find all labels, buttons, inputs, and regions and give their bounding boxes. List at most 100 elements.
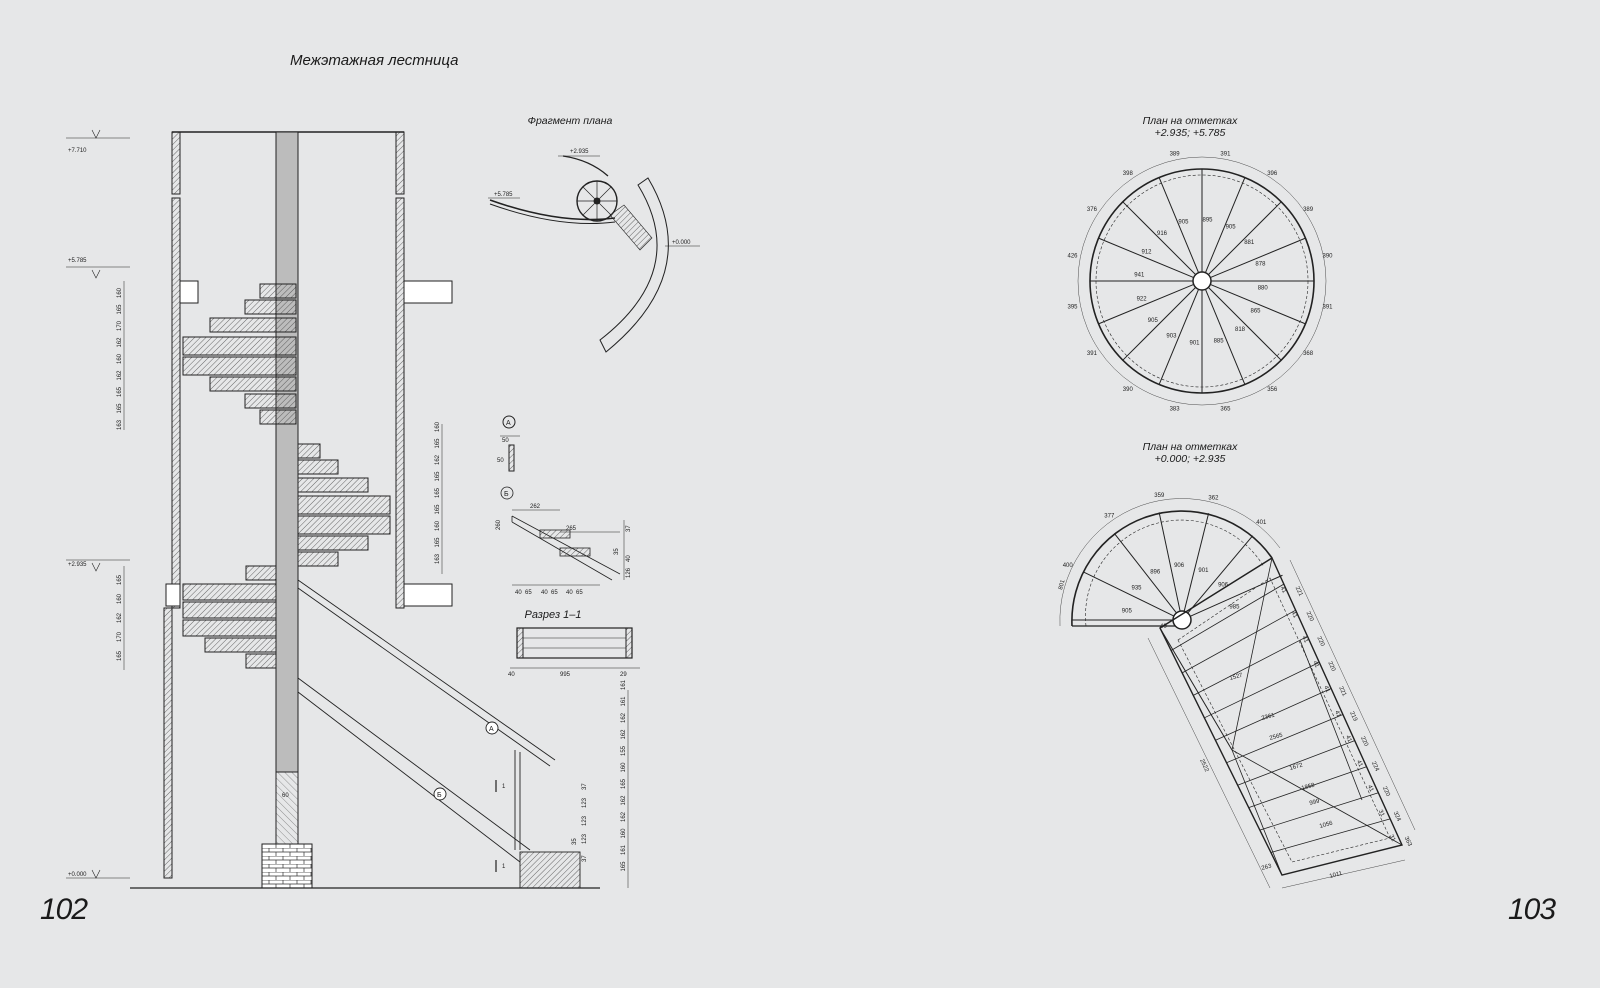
upper-riser-dim: 160 (117, 287, 123, 298)
detail-a (500, 415, 520, 472)
page-title: Межэтажная лестница (290, 52, 459, 69)
plan-upper-title-line2: +2.935; +5.785 (1154, 127, 1226, 139)
upper-tread-dim: 905 (1178, 220, 1189, 226)
lower-right-dim: 221 (1294, 586, 1304, 598)
detail-b-dim: 65 (576, 590, 583, 596)
lower-tread-dim: 905 (1122, 608, 1133, 614)
bottom-riser-dim: 160 (621, 762, 627, 773)
level-000: +0.000 (68, 872, 87, 878)
detail-b-dim: 40 (541, 590, 548, 596)
upper-tread-line (1158, 289, 1200, 385)
detail-b-dim: 40 (626, 555, 632, 562)
level-lines (66, 129, 130, 879)
detail-b-dim: 35 (614, 548, 620, 555)
upper-outer-dim: 391 (1220, 152, 1231, 158)
upper-tread-line (1204, 289, 1246, 385)
detail-b (500, 486, 625, 586)
lower-right-dim: 220 (1315, 636, 1325, 648)
upper-riser-dim: 165 (117, 386, 123, 397)
lower-flight-dim: 1011 (1329, 871, 1344, 880)
upper-outer-dim: 368 (1303, 351, 1314, 357)
level-293: +2.935 (68, 562, 87, 568)
upper-riser-dim: 162 (117, 337, 123, 348)
detail-b-dim: 40 (566, 590, 573, 596)
detail-b-dim: 65 (525, 590, 532, 596)
lower-arc-dim: 362 (1208, 495, 1219, 501)
plan-fragment (488, 155, 700, 353)
lower-tread-dim: 906 (1174, 563, 1185, 569)
detail-a-dim-2: 50 (497, 458, 504, 464)
upper-tread-dim: 895 (1203, 217, 1214, 223)
lower-tread-dim: 906 (1218, 583, 1229, 589)
detail-b-dim: 40 (515, 590, 522, 596)
lower-flight-dim: 999 (1309, 798, 1321, 807)
bottom-riser-dim: 165 (621, 861, 627, 872)
plan-lower-title: План на отметках +0.000; +2.935 (1120, 441, 1260, 465)
upper-tread-line (1098, 237, 1194, 279)
lower-right-dim: 220 (1359, 736, 1369, 748)
bottom-riser-dim: 161 (621, 844, 627, 855)
lower-small-dim: 41 (1366, 784, 1375, 793)
lower-right-dim: 221 (1337, 686, 1347, 698)
upper-tread-line (1098, 283, 1194, 325)
bottom-riser-dim: 165 (621, 778, 627, 789)
upper-riser-dim: 165 (117, 403, 123, 414)
plan-lower (1059, 498, 1416, 889)
upper-tread-texts: 8959058818788808658188859019039059229419… (1134, 217, 1268, 346)
upper-riser-dim: 165 (117, 304, 123, 315)
upper-riser-dim: 162 (117, 370, 123, 381)
upper-tread-dim: 905 (1226, 225, 1237, 231)
middle-treads (297, 443, 391, 567)
lower-flight-tread (1226, 714, 1344, 764)
upper-tread-dim: 901 (1190, 341, 1201, 347)
upper-tread-dim: 865 (1251, 309, 1262, 315)
stair-dim: 37 (582, 783, 588, 790)
lower-riser-dim: 162 (117, 612, 123, 623)
upper-outer-dim: 396 (1267, 171, 1278, 177)
upper-outer-dim: 389 (1170, 152, 1181, 158)
upper-tread-line (1122, 287, 1196, 361)
plan-lower-title-line1: План на отметках (1142, 441, 1238, 453)
lower-flight-dim: 263 (1261, 863, 1273, 872)
fragment-level-1: +2.935 (570, 149, 589, 155)
mid-riser-dim: 162 (435, 454, 441, 465)
mid-riser-dim: 165 (435, 471, 441, 482)
lower-tread-line (1183, 513, 1210, 612)
lower-flight-tread (1204, 662, 1320, 719)
plan-fragment-title: Фрагмент плана (527, 115, 613, 127)
lower-small-dim: 31 (1377, 809, 1386, 818)
lower-tread-dim: 935 (1132, 586, 1143, 592)
detail-b-dim: 260 (496, 519, 502, 530)
upper-riser-dim: 170 (117, 320, 123, 331)
bottom-riser-dim: 161 (621, 696, 627, 707)
stair-dim: 37 (582, 855, 588, 862)
upper-treads (182, 283, 297, 425)
stair-dim: 123 (582, 815, 588, 826)
upper-tread-dim: 905 (1148, 318, 1159, 324)
upper-outer-dim: 398 (1123, 171, 1134, 177)
upper-radial-lines (1090, 169, 1314, 393)
lower-tread-line (1082, 571, 1175, 617)
upper-riser-dim: 163 (117, 419, 123, 430)
mid-riser-dim: 160 (435, 421, 441, 432)
lower-tread-line (1187, 535, 1254, 614)
mid-riser-dim: 160 (435, 520, 441, 531)
plan-lower-title-line2: +0.000; +2.935 (1154, 453, 1226, 465)
stair-section: A Б 1 1 (66, 129, 629, 889)
page-number-left: 102 (40, 893, 88, 926)
lower-tread-dim: 901 (1198, 568, 1209, 574)
bottom-riser-dim: 162 (621, 712, 627, 723)
section-11-dim-1: 40 (508, 672, 515, 678)
lower-flight-tread (1248, 766, 1367, 808)
lower-arc-dim: 359 (1154, 493, 1165, 499)
col-dim: 60 (282, 793, 289, 799)
lower-arc-dim: 377 (1104, 514, 1115, 520)
lower-flight-tread (1170, 583, 1285, 651)
lower-flight-tread (1215, 688, 1332, 741)
upper-outer-dim: 395 (1068, 304, 1079, 310)
detail-b-marker: Б (504, 491, 509, 498)
section-11-title: Разрез 1–1 (524, 609, 582, 621)
